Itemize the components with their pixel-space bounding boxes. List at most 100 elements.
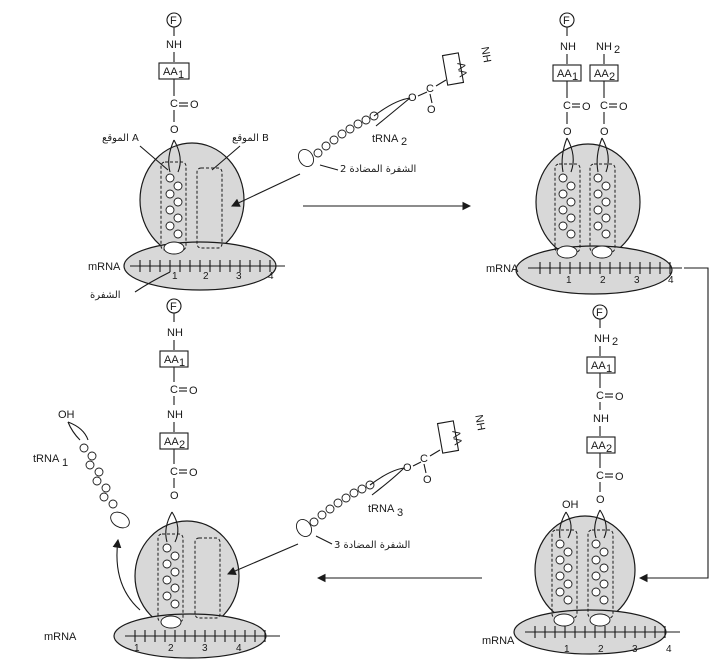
trna-3-label: tRNA <box>368 503 395 515</box>
svg-text:O: O <box>423 474 432 486</box>
mrna-ticks <box>139 260 271 272</box>
incoming-trna-3 <box>296 467 405 537</box>
mrna-label: mRNA <box>88 261 121 273</box>
nh2-group: NH <box>478 46 493 64</box>
svg-text:2: 2 <box>609 71 615 83</box>
amino-acid-3-box <box>436 420 460 454</box>
svg-text:O: O <box>170 490 179 502</box>
trna-2-helix <box>589 539 611 627</box>
svg-text:NH: NH <box>167 327 183 339</box>
nh-group: NH <box>166 39 182 51</box>
svg-text:3: 3 <box>632 644 638 655</box>
svg-text:C: C <box>596 470 604 482</box>
anticodon-2-label: الشفرة المضادة 2 <box>340 164 416 175</box>
ribosome-small-subunit <box>515 245 673 295</box>
svg-text:2: 2 <box>614 44 620 56</box>
mrna-label: mRNA <box>486 263 519 275</box>
svg-text:NH: NH <box>560 41 576 53</box>
amino-acid-1-box <box>586 356 616 374</box>
svg-text:4: 4 <box>236 643 242 654</box>
svg-text:AA: AA <box>454 61 468 78</box>
svg-text:NH: NH <box>593 413 609 425</box>
svg-text:F: F <box>170 301 177 313</box>
codon-number: 1 <box>172 271 178 282</box>
svg-text:O: O <box>615 391 624 403</box>
trna-2-label: tRNA <box>372 133 399 145</box>
svg-text:O: O <box>563 126 572 138</box>
nh2-group: NH <box>472 414 487 432</box>
panel-initiation: mRNA 1 2 3 4 الشفرة F NH AA 1 C O O <box>88 12 493 301</box>
svg-text:AA: AA <box>163 66 178 78</box>
svg-text:1: 1 <box>566 275 572 286</box>
svg-text:1: 1 <box>564 644 570 655</box>
svg-text:1: 1 <box>606 363 612 375</box>
released-trna-1 <box>79 443 130 529</box>
ribosome-large-subunit <box>535 143 641 261</box>
anticodon-3-label: الشفرة المضادة 3 <box>334 540 410 551</box>
svg-text:O: O <box>596 494 605 506</box>
svg-text:NH: NH <box>167 409 183 421</box>
ribosome-large-subunit <box>534 515 636 625</box>
release-arrow <box>112 538 141 611</box>
svg-text:4: 4 <box>666 644 672 655</box>
svg-text:1: 1 <box>178 69 184 81</box>
svg-text:C: C <box>420 453 428 465</box>
svg-text:O: O <box>619 101 628 113</box>
svg-text:3: 3 <box>202 643 208 654</box>
svg-text:O: O <box>615 471 624 483</box>
svg-text:AA: AA <box>449 429 463 446</box>
trna-1-helix <box>553 539 575 627</box>
svg-text:O: O <box>403 462 412 474</box>
site-b-region <box>196 167 223 249</box>
svg-text:O: O <box>408 92 417 104</box>
mrna-label: mRNA <box>44 631 77 643</box>
svg-text:3: 3 <box>397 507 403 519</box>
svg-text:O: O <box>427 104 436 116</box>
svg-text:C: C <box>426 83 434 95</box>
svg-text:2: 2 <box>612 336 618 348</box>
svg-text:AA: AA <box>591 360 606 372</box>
svg-text:O: O <box>189 385 198 397</box>
site-a-label: الموقع A <box>102 133 139 144</box>
svg-text:C: C <box>170 466 178 478</box>
svg-text:AA: AA <box>557 68 572 80</box>
svg-text:2: 2 <box>598 644 604 655</box>
svg-text:C: C <box>563 100 571 112</box>
svg-text:O: O <box>600 126 609 138</box>
trna-1-helix <box>556 173 578 259</box>
svg-text:C: C <box>170 384 178 396</box>
hydroxyl-group: OH <box>562 499 579 511</box>
codon-label: الشفرة <box>90 290 121 301</box>
svg-text:1: 1 <box>134 643 140 654</box>
ribosome-large-subunit <box>139 142 245 258</box>
mrna-label: mRNA <box>482 635 515 647</box>
codon-number: 3 <box>236 271 242 282</box>
site-b-label: الموقع B <box>232 133 269 144</box>
oxygen-double: O <box>190 99 199 111</box>
amino-acid-2-box <box>586 436 616 454</box>
svg-text:F: F <box>596 307 603 319</box>
binding-arrow <box>226 543 299 576</box>
svg-text:AA: AA <box>591 440 606 452</box>
trna-2-helix <box>160 543 182 629</box>
svg-text:4: 4 <box>668 275 674 286</box>
svg-text:2: 2 <box>606 443 612 455</box>
svg-text:AA: AA <box>164 436 179 448</box>
svg-text:F: F <box>563 15 570 27</box>
svg-text:O: O <box>582 101 591 113</box>
svg-text:NH: NH <box>594 333 610 345</box>
svg-text:2: 2 <box>179 439 185 451</box>
panel-aminoacyl-binding: mRNA 1 2 3 4 F NH NH 2 AA 1 <box>486 12 682 295</box>
svg-text:AA: AA <box>594 68 609 80</box>
panel-peptide-bond: mRNA 1 2 3 4 OH F NH 2 AA 1 <box>482 304 680 655</box>
svg-text:3: 3 <box>634 275 640 286</box>
svg-text:C: C <box>596 390 604 402</box>
svg-text:F: F <box>170 15 177 27</box>
svg-text:2: 2 <box>168 643 174 654</box>
svg-text:2: 2 <box>600 275 606 286</box>
trna-1-helix <box>163 173 185 255</box>
svg-text:NH: NH <box>596 41 612 53</box>
released-trna-label: tRNA <box>33 453 60 465</box>
svg-text:2: 2 <box>401 136 407 148</box>
